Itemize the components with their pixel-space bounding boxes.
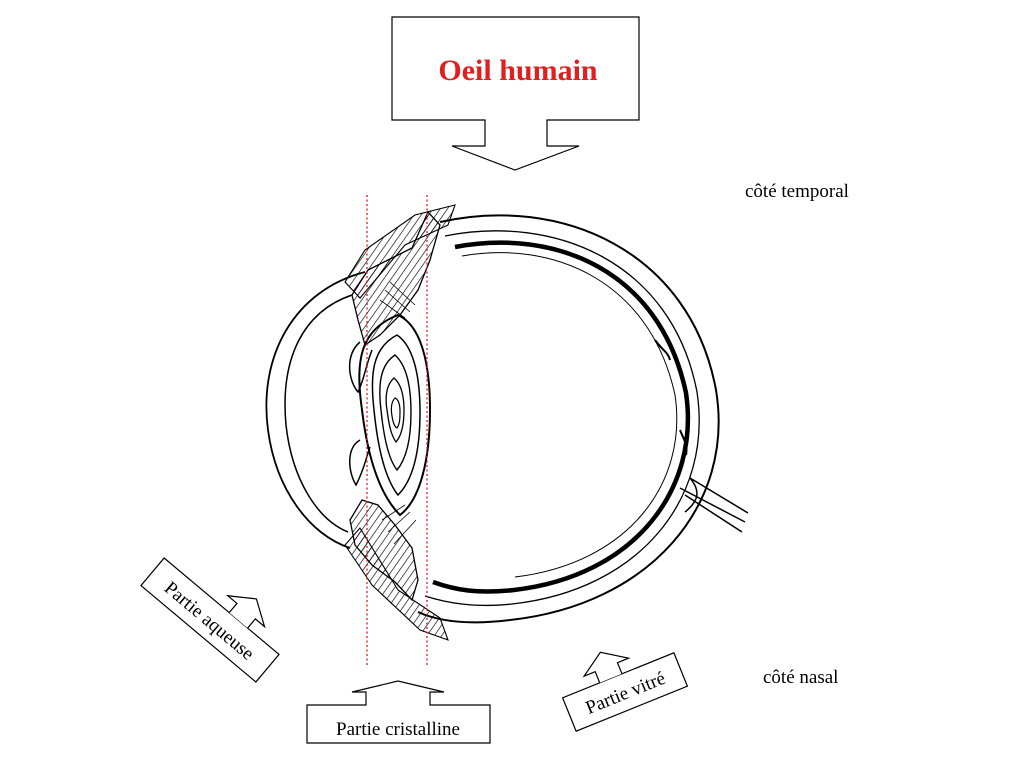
cornea-outer bbox=[265, 271, 366, 549]
cornea-inner bbox=[284, 294, 353, 533]
eye-illustration bbox=[265, 204, 749, 641]
sclera-inner bbox=[424, 230, 700, 607]
iris-lower bbox=[349, 439, 371, 487]
callout-crystalline: Partie cristalline bbox=[306, 680, 491, 744]
ciliary-upper bbox=[351, 210, 441, 347]
section-guides bbox=[366, 195, 428, 665]
callout-aqueous: Partie aqueuse bbox=[140, 557, 280, 683]
optic-nerve bbox=[679, 477, 749, 533]
callout-vitreous: Partie vitré bbox=[561, 651, 689, 732]
title-callout: Oeil humain bbox=[391, 16, 640, 171]
muscle-lower bbox=[344, 527, 449, 641]
diagram-title: Oeil humain bbox=[438, 54, 598, 87]
label-nasal: côté nasal bbox=[763, 667, 838, 688]
label-temporal: côté temporal bbox=[745, 181, 849, 202]
sclera-outer bbox=[417, 214, 720, 624]
label-crystalline: Partie cristalline bbox=[336, 719, 460, 740]
choroid-band bbox=[432, 240, 691, 594]
